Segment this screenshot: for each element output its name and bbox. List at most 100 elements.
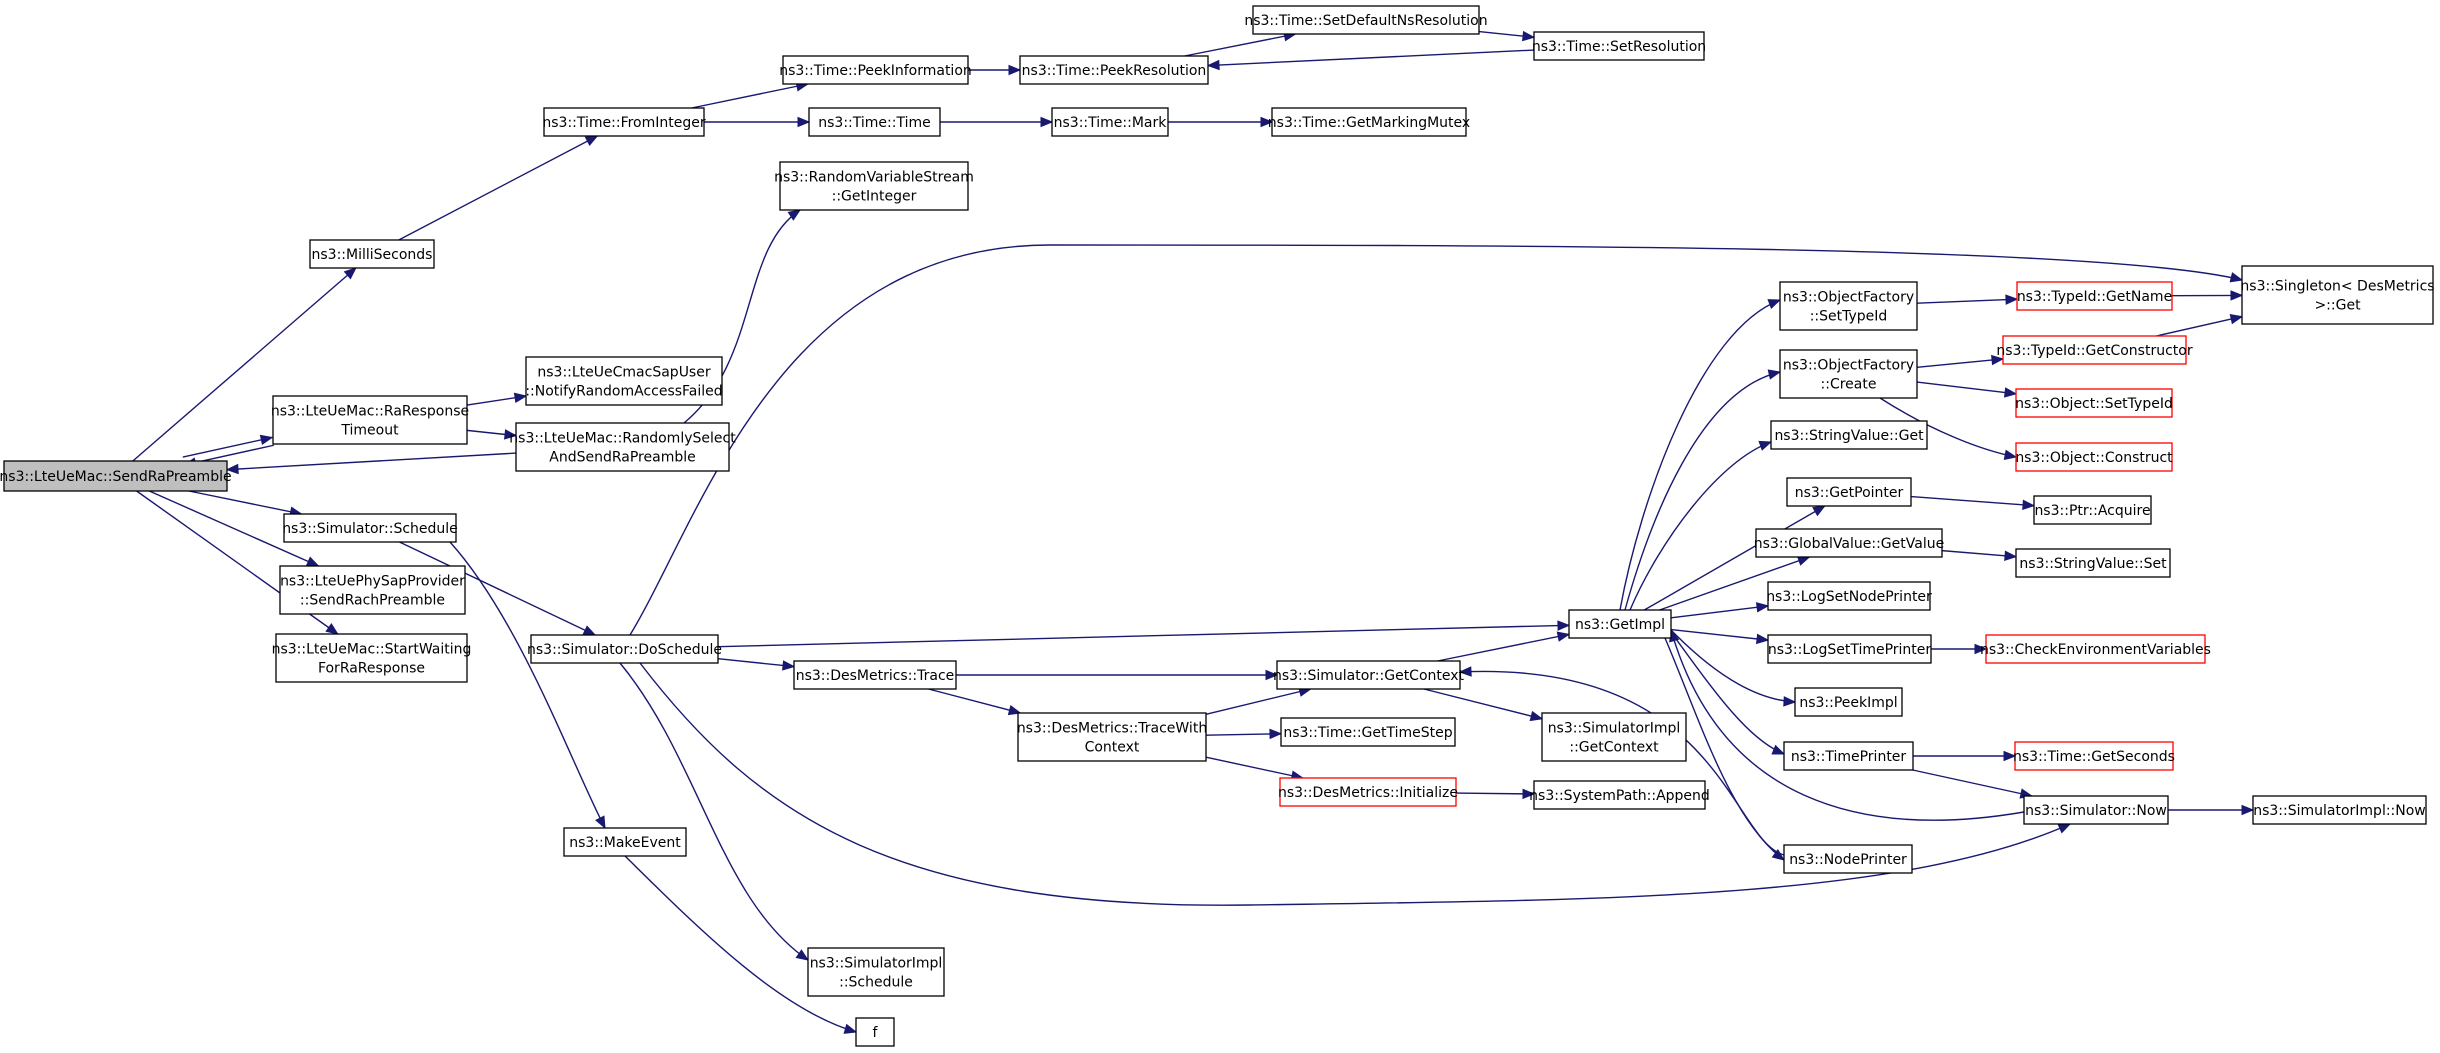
edge-n28-n37 bbox=[1670, 631, 1786, 755]
node-box bbox=[1794, 687, 1903, 717]
node-label: f bbox=[873, 1025, 879, 1041]
node-box bbox=[1783, 741, 1914, 771]
node-n40[interactable]: ns3::TypeId::GetConstructor bbox=[1996, 335, 2193, 365]
arrowhead-icon bbox=[259, 434, 274, 446]
node-n37[interactable]: ns3::TimePrinter bbox=[1783, 741, 1914, 771]
node-n35[interactable]: ns3::LogSetTimePrinter bbox=[1767, 634, 1932, 664]
node-n27[interactable]: ns3::SystemPath::Append bbox=[1529, 780, 1710, 810]
node-n20[interactable]: f bbox=[855, 1017, 895, 1047]
edge-line bbox=[149, 490, 319, 567]
edge-n23-n28 bbox=[1437, 631, 1571, 662]
node-n1[interactable]: ns3::MilliSeconds bbox=[309, 239, 435, 269]
node-n43[interactable]: ns3::Singleton< DesMetrics>::Get bbox=[2240, 265, 2435, 325]
edge-line bbox=[182, 436, 273, 458]
arrowhead-icon bbox=[1206, 59, 1220, 71]
node-n13[interactable]: ns3::LteUeMac::RandomlySelectAndSendRaPr… bbox=[509, 422, 736, 472]
arrowhead-icon bbox=[1269, 728, 1283, 740]
arrowhead-icon bbox=[1556, 631, 1571, 642]
node-box bbox=[855, 1017, 895, 1047]
node-n26[interactable]: ns3::SimulatorImpl::GetContext bbox=[1541, 712, 1687, 762]
arrowhead-icon bbox=[584, 135, 599, 146]
arrowhead-icon bbox=[2005, 294, 2019, 305]
edge-line bbox=[619, 662, 809, 961]
node-label: ns3::LteUeMac::RaResponse bbox=[271, 404, 469, 420]
edge-n48-n28 bbox=[1669, 628, 2025, 821]
node-n21[interactable]: ns3::DesMetrics::Trace bbox=[793, 660, 957, 690]
edge-n1-n2 bbox=[398, 135, 599, 241]
node-n41[interactable]: ns3::Object::SetTypeId bbox=[2015, 388, 2173, 418]
edge-line bbox=[717, 658, 795, 668]
edge-n7-n8 bbox=[940, 116, 1054, 128]
edge-line bbox=[1207, 49, 1535, 67]
node-n48[interactable]: ns3::Simulator::Now bbox=[2023, 795, 2169, 825]
node-n33[interactable]: ns3::GlobalValue::GetValue bbox=[1754, 528, 1944, 558]
node-n8[interactable]: ns3::Time::Mark bbox=[1051, 107, 1169, 137]
arrowhead-icon bbox=[1458, 666, 1472, 677]
edge-line bbox=[449, 541, 606, 829]
edge-line bbox=[1659, 556, 1810, 611]
node-n42[interactable]: ns3::Object::Construct bbox=[2015, 442, 2173, 472]
node-label: ns3::Time::Time bbox=[818, 115, 930, 131]
node-n25[interactable]: ns3::DesMetrics::Initialize bbox=[1278, 777, 1458, 807]
edge-line bbox=[1643, 505, 1826, 611]
node-n23[interactable]: ns3::Simulator::GetContext bbox=[1273, 660, 1465, 690]
node-box bbox=[283, 513, 457, 543]
node-label: ns3::SimulatorImpl::Now bbox=[2253, 803, 2426, 819]
node-n6[interactable]: ns3::Time::SetResolution bbox=[1532, 31, 1706, 61]
node-n30[interactable]: ns3::ObjectFactory::Create bbox=[1779, 349, 1918, 399]
node-n28[interactable]: ns3::GetImpl bbox=[1568, 609, 1672, 639]
node-box bbox=[1280, 717, 1456, 747]
node-n44[interactable]: ns3::Ptr::Acquire bbox=[2033, 495, 2152, 525]
node-n3[interactable]: ns3::Time::PeekInformation bbox=[779, 55, 972, 85]
node-label: ns3::Simulator::Now bbox=[2025, 803, 2167, 819]
node-label: ns3::MilliSeconds bbox=[312, 247, 433, 263]
node-box bbox=[1533, 31, 1705, 61]
node-n49[interactable]: ns3::SimulatorImpl::Now bbox=[2252, 795, 2427, 825]
edge-layer bbox=[132, 30, 2255, 1034]
node-n34[interactable]: ns3::LogSetNodePrinter bbox=[1766, 581, 1932, 611]
node-box bbox=[1271, 107, 1467, 137]
node-n29[interactable]: ns3::ObjectFactory::SetTypeId bbox=[1779, 281, 1918, 331]
node-n38[interactable]: ns3::NodePrinter bbox=[1783, 844, 1913, 874]
arrowhead-icon bbox=[795, 949, 810, 961]
edge-n22-n24 bbox=[1205, 728, 1283, 740]
node-n14[interactable]: ns3::Simulator::Schedule bbox=[282, 513, 458, 543]
node-n0[interactable]: ns3::LteUeMac::SendRaPreamble bbox=[0, 460, 232, 492]
node-n45[interactable]: ns3::StringValue::Set bbox=[2015, 548, 2171, 578]
edge-n21-n22 bbox=[928, 688, 1022, 716]
node-label: ns3::ObjectFactory bbox=[1783, 290, 1914, 306]
node-n2[interactable]: ns3::Time::FromInteger bbox=[542, 107, 706, 137]
node-n15[interactable]: ns3::LteUePhySapProvider::SendRachPreamb… bbox=[279, 565, 466, 615]
edge-line bbox=[1423, 688, 1543, 720]
node-label: AndSendRaPreamble bbox=[549, 450, 695, 466]
node-n4[interactable]: ns3::Time::PeekResolution bbox=[1019, 55, 1209, 85]
node-box bbox=[1783, 844, 1913, 874]
node-n9[interactable]: ns3::Time::GetMarkingMutex bbox=[1268, 107, 1470, 137]
node-n24[interactable]: ns3::Time::GetTimeStep bbox=[1280, 717, 1456, 747]
edge-n30-n41 bbox=[1916, 381, 2018, 398]
node-n19[interactable]: ns3::SimulatorImpl::Schedule bbox=[807, 947, 945, 997]
node-n5[interactable]: ns3::Time::SetDefaultNsResolution bbox=[1244, 5, 1488, 35]
edge-n28-n30 bbox=[1624, 369, 1782, 611]
node-n32[interactable]: ns3::GetPointer bbox=[1786, 477, 1912, 507]
edge-n14-n18 bbox=[449, 541, 606, 830]
node-n12[interactable]: ns3::LteUeCmacSapUser::NotifyRandomAcces… bbox=[525, 356, 723, 406]
node-n17[interactable]: ns3::Simulator::DoSchedule bbox=[527, 634, 722, 664]
node-n31[interactable]: ns3::StringValue::Get bbox=[1770, 420, 1928, 450]
arrowhead-icon bbox=[1260, 116, 1274, 128]
node-n18[interactable]: ns3::MakeEvent bbox=[563, 827, 687, 857]
node-label: ns3::CheckEnvironmentVariables bbox=[1980, 642, 2211, 658]
node-n7[interactable]: ns3::Time::Time bbox=[808, 107, 941, 137]
node-n46[interactable]: ns3::CheckEnvironmentVariables bbox=[1980, 634, 2211, 664]
node-n39[interactable]: ns3::TypeId::GetName bbox=[2016, 281, 2173, 311]
node-label: ns3::TimePrinter bbox=[1791, 749, 1907, 765]
edge-n8-n9 bbox=[1168, 116, 1274, 128]
node-n47[interactable]: ns3::Time::GetSeconds bbox=[2013, 741, 2175, 771]
node-n36[interactable]: ns3::PeekImpl bbox=[1794, 687, 1903, 717]
arrowhead-icon bbox=[2230, 290, 2244, 301]
node-label: ::SetTypeId bbox=[1810, 309, 1888, 325]
node-n10[interactable]: ns3::RandomVariableStream::GetInteger bbox=[774, 161, 974, 211]
